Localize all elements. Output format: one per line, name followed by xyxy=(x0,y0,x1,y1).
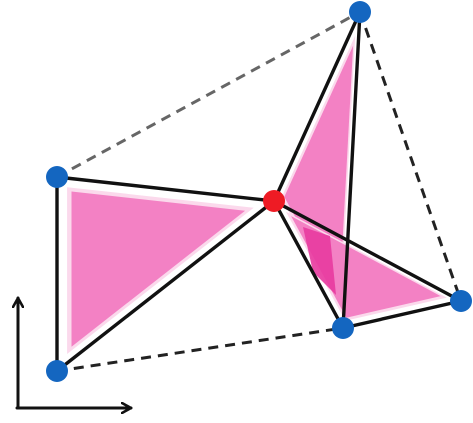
dashed-edge-left-bottom-bottom-middle xyxy=(56,326,344,373)
vertex-left-top xyxy=(46,166,68,188)
dashed-edge-left-top-top-right xyxy=(56,10,361,179)
vertices xyxy=(46,1,472,382)
edge-center-top-right xyxy=(272,10,362,203)
edge-top-right-bottom-middle xyxy=(341,10,362,330)
vertex-center xyxy=(263,190,285,212)
solid-edges xyxy=(55,10,463,373)
edge-left-bottom-center xyxy=(55,199,276,373)
vertex-top-right xyxy=(349,1,371,23)
dashed-edges xyxy=(56,10,463,373)
left-triangle-fill xyxy=(71,191,246,347)
edge-center-bottom-middle xyxy=(272,199,345,330)
shaded-triangles xyxy=(67,35,447,354)
triangle-overlap-region xyxy=(303,227,336,295)
vertex-bottom-middle xyxy=(332,317,354,339)
axes-indicator xyxy=(17,296,133,408)
left-triangle xyxy=(67,187,254,354)
vertex-left-bottom xyxy=(46,360,68,382)
vertex-right xyxy=(450,290,472,312)
edge-center-right xyxy=(272,199,463,303)
dashed-edge-top-right-right xyxy=(358,11,463,302)
edge-left-top-center xyxy=(55,175,276,203)
edge-bottom-middle-right xyxy=(341,299,463,330)
